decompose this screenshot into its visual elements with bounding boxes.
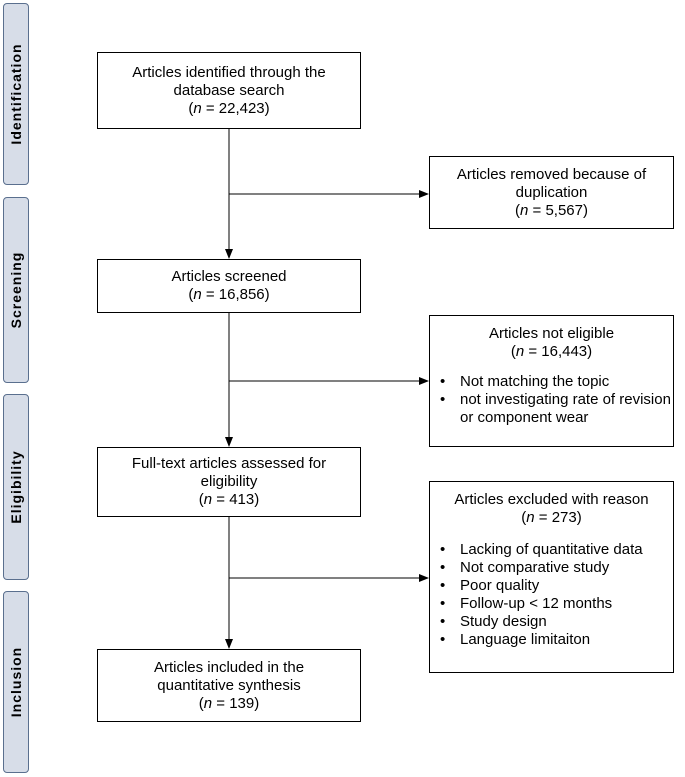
not-eligible-reasons: Not matching the topic not investigating… xyxy=(430,373,673,427)
included-line-1: Articles included in the xyxy=(153,658,305,676)
identified-count: (n = 22,423) xyxy=(188,99,270,117)
not-eligible-count: (n = 16,443) xyxy=(510,343,593,360)
included-box: Articles included in the quantitative sy… xyxy=(97,649,361,722)
list-item: Lacking of quantitative data xyxy=(430,541,673,559)
screened-count: (n = 16,856) xyxy=(188,286,270,303)
phase-screening: Screening xyxy=(3,197,29,383)
excluded-box: Articles excluded with reason (n = 273) … xyxy=(429,481,674,673)
duplicates-count: (n = 5,567) xyxy=(515,201,588,219)
phase-identification: Identification xyxy=(3,3,29,185)
fulltext-box: Full-text articles assessed for eligibil… xyxy=(97,447,361,517)
excluded-count: (n = 273) xyxy=(521,509,582,526)
list-item: Follow-up < 12 months xyxy=(430,595,673,613)
included-count: (n = 139) xyxy=(198,694,260,712)
fulltext-count: (n = 413) xyxy=(198,491,260,508)
not-eligible-box: Articles not eligible (n = 16,443) Not m… xyxy=(429,315,674,447)
screened-box: Articles screened (n = 16,856) xyxy=(97,259,361,313)
list-item: Not matching the topic xyxy=(430,373,673,391)
identified-line-2: database search xyxy=(173,81,285,99)
identified-box: Articles identified through the database… xyxy=(97,52,361,129)
list-item: Study design xyxy=(430,613,673,631)
excluded-reasons: Lacking of quantitative data Not compara… xyxy=(430,541,673,649)
fulltext-line-2: eligibility xyxy=(200,473,258,490)
duplicates-box: Articles removed because of duplication … xyxy=(429,156,674,229)
list-item: not investigating rate of revision or co… xyxy=(430,391,673,427)
identified-line-1: Articles identified through the xyxy=(132,63,326,81)
excluded-title: Articles excluded with reason xyxy=(454,491,649,508)
fulltext-line-1: Full-text articles assessed for xyxy=(131,455,327,472)
list-item: Language limitaiton xyxy=(430,631,673,649)
included-line-2: quantitative synthesis xyxy=(157,676,301,694)
phase-eligibility: Eligibility xyxy=(3,394,29,580)
duplicates-line-1: Articles removed because of xyxy=(456,165,647,183)
list-item: Poor quality xyxy=(430,577,673,595)
screened-line-1: Articles screened xyxy=(171,268,287,285)
duplicates-line-2: duplication xyxy=(515,183,588,201)
phase-inclusion: Inclusion xyxy=(3,591,29,773)
list-item: Not comparative study xyxy=(430,559,673,577)
not-eligible-title: Articles not eligible xyxy=(488,325,615,342)
